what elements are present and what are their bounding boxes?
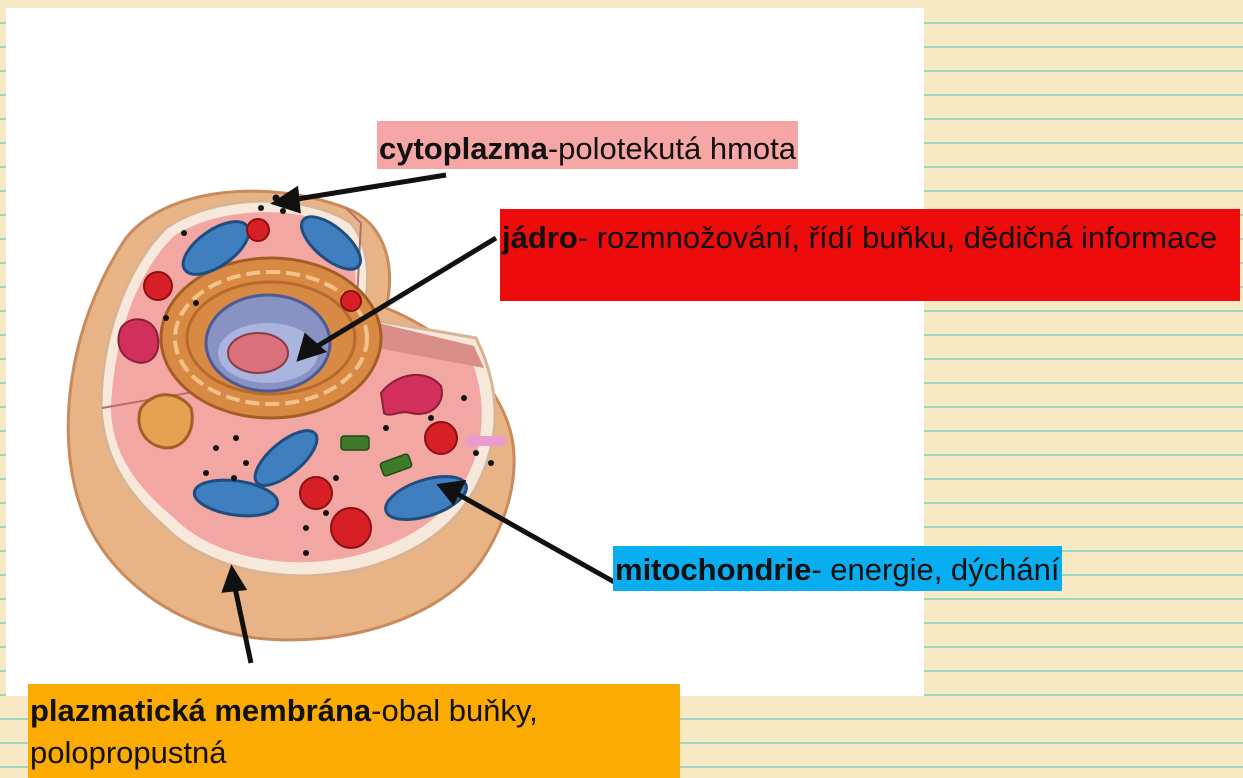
diagram-sheet: [6, 8, 924, 696]
animal-cell-diagram: [6, 8, 924, 696]
label-cytoplasm-term: cytoplazma: [379, 131, 548, 166]
label-cytoplasm-desc: -polotekutá hmota: [548, 131, 796, 166]
golgi-apparatus: [139, 395, 192, 448]
label-membrane: plazmatická membrána-obal buňky, polopro…: [28, 684, 680, 778]
label-cytoplasm: cytoplazma-polotekutá hmota: [377, 121, 798, 169]
label-mitochondria-term: mitochondrie: [615, 552, 811, 587]
label-nucleus: jádro- rozmnožování, řídí buňku, dědičná…: [500, 209, 1240, 301]
nucleolus: [228, 333, 288, 373]
label-membrane-term: plazmatická membrána: [30, 693, 371, 728]
label-nucleus-term: jádro: [502, 220, 578, 255]
label-mitochondria-desc: - energie, dýchání: [811, 552, 1059, 587]
label-nucleus-desc: - rozmnožování, řídí buňku, dědičná info…: [578, 220, 1217, 255]
label-mitochondria: mitochondrie- energie, dýchání: [613, 546, 1062, 591]
